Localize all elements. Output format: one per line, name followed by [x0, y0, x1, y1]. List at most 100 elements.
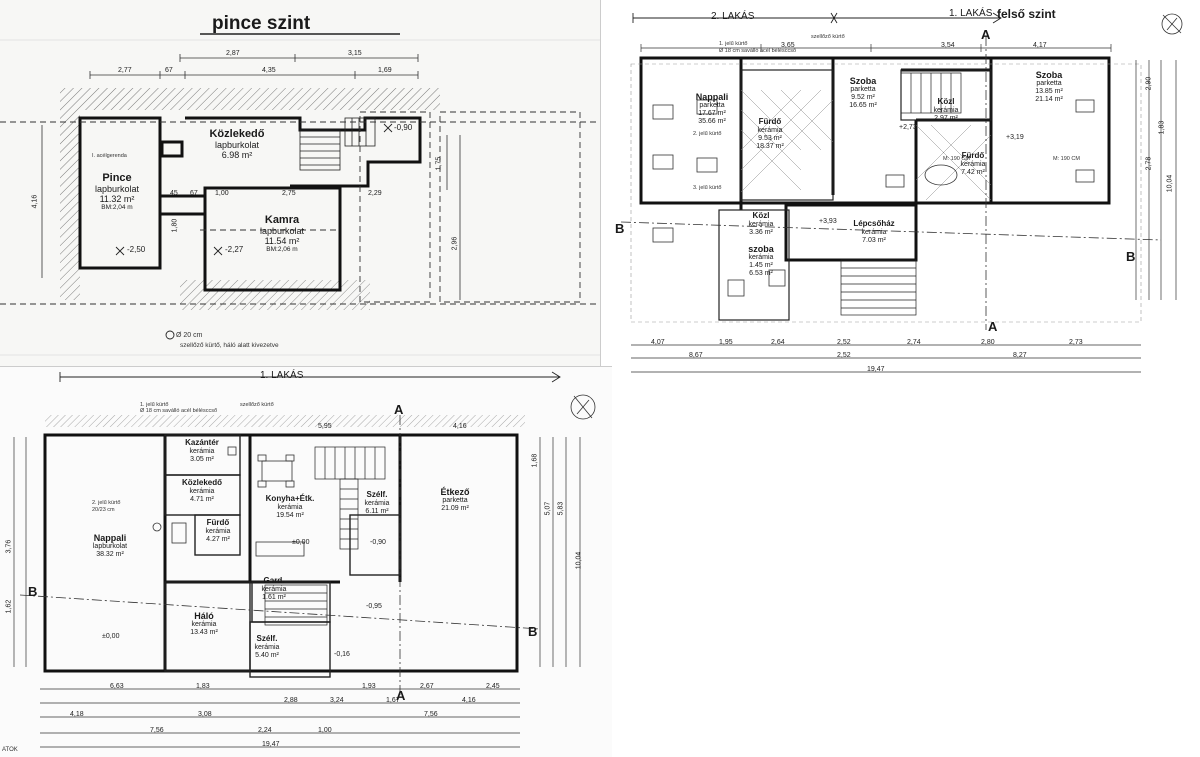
upper-room-szoba3-area1: 1.45 m²	[749, 261, 773, 269]
upper-room-furdo2-name: Fürdő	[961, 151, 985, 160]
upper-room-furdo1-area1: 9.53 m²	[758, 134, 782, 142]
ground-room-kazanter-area: 3.05 m²	[190, 455, 214, 463]
basement-title: pince szint	[212, 13, 311, 34]
upper-dim-b2-2: 2,52	[837, 352, 851, 359]
ground-room-kazanter-name: Kazántér	[185, 438, 219, 447]
note-beam: I. acélgerenda	[92, 153, 127, 159]
upper-room-furdo1-area2: 18.37 m²	[756, 142, 784, 150]
ground-room-etkezo-floor: parketta	[442, 497, 468, 505]
ground-room-konyha: Konyha+Étk. kerámia 19.54 m²	[260, 494, 320, 520]
upper-floor-drawing	[620, 12, 1183, 373]
ground-floor-plan-sheet: 1. LAKÁS A A B B 1. jelű kürtő Ø 18 cm s…	[0, 366, 612, 757]
ground-room-szelf1-name: Szélf.	[366, 490, 388, 499]
dim-vert-1: 4,16	[31, 194, 39, 209]
upper-dim-b1-2: 1,95	[719, 339, 733, 346]
room-kozlekedo-area: 6.98 m²	[221, 150, 253, 161]
upper-dim-b1-1: 4,07	[651, 339, 665, 346]
ground-room-szelf2-area: 5.40 m²	[255, 651, 279, 659]
upper-dim-b1-7: 2,73	[1069, 339, 1083, 346]
room-pince-name: Pince	[102, 172, 132, 184]
room-pince: Pince lapburkolat 11.32 m² BM:2,04 m	[86, 172, 148, 212]
upper-room-lepcsohaz-name: Lépcsőház	[853, 219, 895, 228]
upper-room-nappali-area2: 35.66 m²	[698, 117, 726, 125]
ground-room-konyha-area: 19.54 m²	[276, 511, 304, 519]
upper-room-kozl2-name: Közl	[752, 211, 770, 220]
room-pince-height: BM:2,04 m	[101, 204, 133, 212]
ground-note-chimney2b: 20/23 cm	[92, 507, 115, 513]
ground-room-halo-name: Háló	[194, 611, 214, 621]
ground-dim-b3-1: 7,56	[150, 727, 164, 734]
ground-level-4: -0,95	[366, 603, 382, 610]
ground-dim-b1-3: 1,93	[362, 683, 376, 690]
ground-room-kazanter: Kazántér kerámia 3.05 m²	[178, 438, 226, 464]
ground-room-nappali-name: Nappali	[93, 533, 127, 543]
section-mark-a-top: A	[981, 27, 991, 42]
upper-room-szoba1-area1: 9.52 m²	[851, 93, 875, 101]
basement-drawing	[0, 33, 600, 356]
room-kozlekedo-floor: lapburkolat	[214, 140, 260, 151]
ground-level-1: ±0,00	[102, 633, 120, 640]
upper-room-szoba3-area2: 6.53 m²	[749, 269, 773, 277]
upper-room-furdo1-name: Fürdő	[758, 117, 782, 126]
dim-inner-1: 45	[170, 190, 178, 197]
ground-dim-left-1: 3,76	[5, 539, 13, 554]
dim-top-1: 2,87	[226, 50, 240, 57]
upper-apt2-label: 2. LAKÁS	[711, 11, 755, 22]
ground-dim-b2-5: 1,67	[386, 697, 400, 704]
upper-room-szoba2: Szoba parketta 13.85 m² 21.14 m²	[1021, 70, 1077, 104]
ground-room-gard-floor: kerámia	[261, 585, 287, 593]
upper-level-label: felső szint	[997, 7, 1056, 21]
ground-room-nappali-floor: lapburkolat	[92, 543, 128, 551]
ground-dim-right-4: 10,04	[575, 551, 583, 570]
ground-dim-b3-3: 1,00	[318, 727, 332, 734]
ground-floor-drawing	[13, 371, 596, 748]
ground-room-szelf2: Szélf. kerámia 5.40 m²	[250, 634, 284, 660]
dim-inner-4: 2,75	[282, 190, 296, 197]
room-kamra-height: BM:2,06 m	[266, 246, 298, 254]
upper-note-flue: szellőző kürtő	[811, 34, 845, 40]
upper-level-3: +3,19	[1006, 134, 1024, 141]
note-flue-desc: szellőző kürtő, háló alatt kivezetve	[180, 342, 279, 349]
ground-dim-b1-1: 6,63	[110, 683, 124, 690]
room-kamra-floor: lapburkolat	[259, 226, 305, 237]
upper-room-nappali: Nappali parketta 17.67 m² 35.66 m²	[686, 92, 738, 126]
dim-inner-5: 2,29	[368, 190, 382, 197]
ground-room-szelf2-floor: kerámia	[254, 643, 280, 651]
upper-note-chimney1: 1. jelű kürtő	[719, 41, 748, 47]
upper-dim-b1-4: 2,52	[837, 339, 851, 346]
ground-dim-total: 19,47	[262, 741, 280, 748]
ground-dim-b3-2: 2,24	[258, 727, 272, 734]
ground-room-szelf2-name: Szélf.	[256, 634, 278, 643]
ground-corner-text: ATOK	[2, 747, 18, 753]
upper-level-1: +2,73	[899, 124, 917, 131]
ground-room-gard: Gard. kerámia 1.61 m²	[254, 576, 294, 602]
ground-dim-b3-4: 7,56	[424, 711, 438, 718]
upper-room-nappali-name: Nappali	[695, 92, 729, 102]
upper-room-nappali-area1: 17.67 m²	[698, 109, 726, 117]
ground-level-5: -0,16	[334, 651, 350, 658]
dim-top-4: 67	[165, 67, 173, 74]
upper-dim-right-4: 1,83	[1158, 120, 1166, 135]
dim-vert-3: 1,80	[171, 218, 179, 233]
upper-room-szoba1-name: Szoba	[849, 76, 877, 86]
ground-section-a-bottom: A	[396, 688, 406, 703]
ground-level-3: -0,90	[370, 539, 386, 546]
upper-room-szoba3-name: szoba	[748, 244, 774, 254]
dim-inner-3: 1,00	[215, 190, 229, 197]
upper-room-lepcsohaz-floor: kerámia	[861, 228, 887, 236]
ground-section-b-right: B	[528, 624, 538, 639]
ground-section-b-left: B	[28, 584, 38, 599]
ground-room-nappali-area: 38.32 m²	[96, 550, 124, 558]
upper-room-lepcsohaz-area: 7.03 m²	[862, 236, 886, 244]
upper-dim-b1-6: 2,80	[981, 339, 995, 346]
room-pince-area: 11.32 m²	[99, 194, 135, 205]
upper-dim-b1-3: 2,64	[771, 339, 785, 346]
room-kamra: Kamra lapburkolat 11.54 m² BM:2,06 m	[250, 214, 314, 254]
ground-section-a-top: A	[394, 402, 404, 417]
ground-room-gard-area: 1.61 m²	[262, 593, 286, 601]
ground-room-konyha-floor: kerámia	[277, 503, 303, 511]
note-flue-size: Ø 20 cm	[176, 332, 203, 339]
ground-note-flue: szellőző kürtő	[240, 402, 274, 408]
upper-note-bed2: M: 190 CM	[1053, 156, 1080, 162]
dim-inner-2: 67	[190, 190, 198, 197]
